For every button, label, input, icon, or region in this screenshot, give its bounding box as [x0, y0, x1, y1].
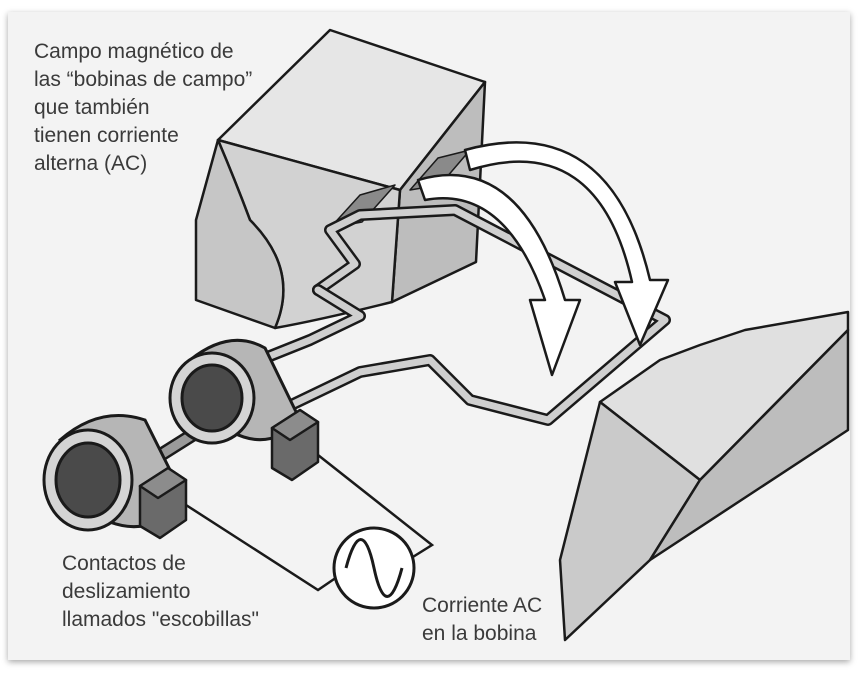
brushes-line-3: llamados "escobillas" — [62, 608, 259, 631]
circuit-wires — [185, 454, 435, 592]
magnet-right-edge — [648, 328, 850, 562]
field-arrow-1 — [416, 173, 582, 377]
magnet-left-front — [194, 138, 285, 330]
field-coil-line-4: tienen corriente — [34, 124, 179, 147]
field-arrows — [416, 141, 670, 377]
brush-back — [270, 408, 320, 482]
sine-wave-icon — [332, 526, 416, 610]
field-coil-line-2: las “bobinas de campo” — [34, 68, 253, 91]
slip-ring-back — [168, 338, 302, 445]
coil-current-label: Corriente AC en la bobina — [422, 592, 542, 648]
brushes-label: Contactos de deslizamiento llamados "esc… — [62, 550, 259, 634]
field-coil-label: Campo magnético de las “bobinas de campo… — [34, 38, 252, 178]
coil-current-line-1: Corriente AC — [422, 594, 543, 617]
brushes-line-1: Contactos de — [62, 552, 186, 575]
magnet-right-face — [558, 400, 702, 642]
field-coil-line-5: alterna (AC) — [34, 152, 148, 175]
brush-front — [138, 466, 188, 540]
brushes-line-2: deslizamiento — [62, 580, 191, 603]
field-coil-line-3: que también — [34, 96, 150, 119]
field-arrow-2 — [463, 141, 670, 347]
field-coil-line-1: Campo magnético de — [34, 40, 234, 63]
field-magnet-right — [558, 310, 850, 642]
coil-current-line-2: en la bobina — [422, 622, 537, 645]
